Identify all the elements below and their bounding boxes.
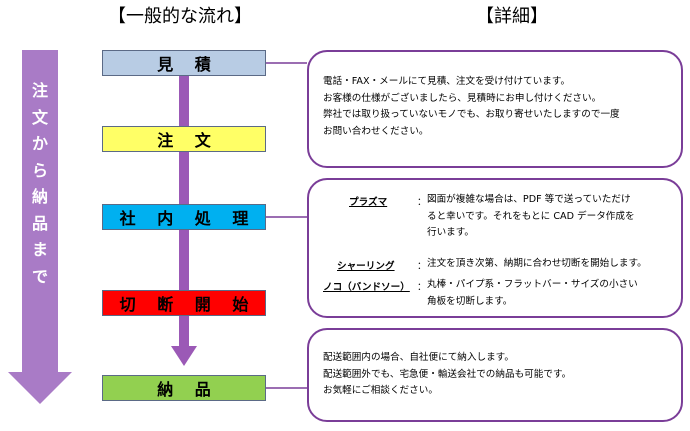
step-delivery-label: 納 品 xyxy=(157,380,219,399)
shearing-desc-line: 注文を頂き次第、納期に合わせ切断を開始します。 xyxy=(427,258,647,269)
bandsaw-desc-line: 丸棒・パイプ系・フラットバー・サイズの小さい xyxy=(427,279,638,290)
bandsaw-desc: 丸棒・パイプ系・フラットバー・サイズの小さい 角板を切断します。 xyxy=(427,277,638,310)
plasma-desc-line: 行います。 xyxy=(427,227,475,238)
shearing-desc: 注文を頂き次第、納期に合わせ切断を開始します。 xyxy=(427,256,647,273)
side-arrow xyxy=(8,50,72,404)
bandsaw-colon: ： xyxy=(417,282,427,293)
detail-heading: 【詳細】 xyxy=(476,6,548,27)
flow-heading: 【一般的な流れ】 xyxy=(108,6,252,27)
plasma-desc-line: ると幸いです。それをもとに CAD データ作成を xyxy=(427,210,635,222)
step-estimate-label: 見 積 xyxy=(157,55,219,74)
detail-delivery-box: 配送範囲内の場合、自社便にて納入します。 配送範囲外でも、宅急便・輸送会社での納… xyxy=(307,328,683,422)
step-cutting-label: 切 断 開 始 xyxy=(119,295,257,314)
delivery-line: 配送範囲外でも、宅急便・輸送会社での納品も可能です。 xyxy=(323,368,572,380)
step-order-label: 注 文 xyxy=(157,131,219,150)
shearing-colon: ： xyxy=(417,261,427,272)
plasma-label: プラズマ xyxy=(349,197,388,208)
shearing-label: シャーリング xyxy=(337,261,395,272)
estimate-line: お問い合わせください。 xyxy=(323,125,429,137)
detail-processing-box: プラズマ ： 図面が複雑な場合は、PDF 等で送っていただけ ると幸いです。それ… xyxy=(307,178,683,318)
estimate-line: 弊社では取り扱っていないモノでも、お取り寄せいたしますので一度 xyxy=(323,109,620,120)
step-cutting: 切 断 開 始 xyxy=(102,290,266,316)
step-processing: 社 内 処 理 xyxy=(102,204,266,230)
delivery-line: 配送範囲内の場合、自社便にて納入します。 xyxy=(323,352,514,363)
detail-estimate-box: 電話・FAX・メールにて見積、注文を受け付けています。 お客様の仕様がございまし… xyxy=(307,50,683,168)
plasma-desc: 図面が複雑な場合は、PDF 等で送っていただけ ると幸いです。それをもとに CA… xyxy=(427,192,635,242)
step-processing-label: 社 内 処 理 xyxy=(119,209,257,228)
side-arrow-text: 注文から納品まで xyxy=(31,81,48,286)
step-delivery: 納 品 xyxy=(102,375,266,401)
estimate-line: 電話・FAX・メールにて見積、注文を受け付けています。 xyxy=(323,76,571,87)
estimate-line: お客様の仕様がございましたら、見積時にお申し付けください。 xyxy=(323,92,602,104)
step-estimate: 見 積 xyxy=(102,50,266,76)
step-order: 注 文 xyxy=(102,126,266,152)
bandsaw-label: ノコ（バンドソー） xyxy=(323,282,410,293)
plasma-colon: ： xyxy=(417,197,427,208)
bandsaw-desc-line: 角板を切断します。 xyxy=(427,295,513,307)
plasma-desc-line: 図面が複雑な場合は、PDF 等で送っていただけ xyxy=(427,194,631,205)
delivery-line: お気軽にご相談ください。 xyxy=(323,385,438,396)
